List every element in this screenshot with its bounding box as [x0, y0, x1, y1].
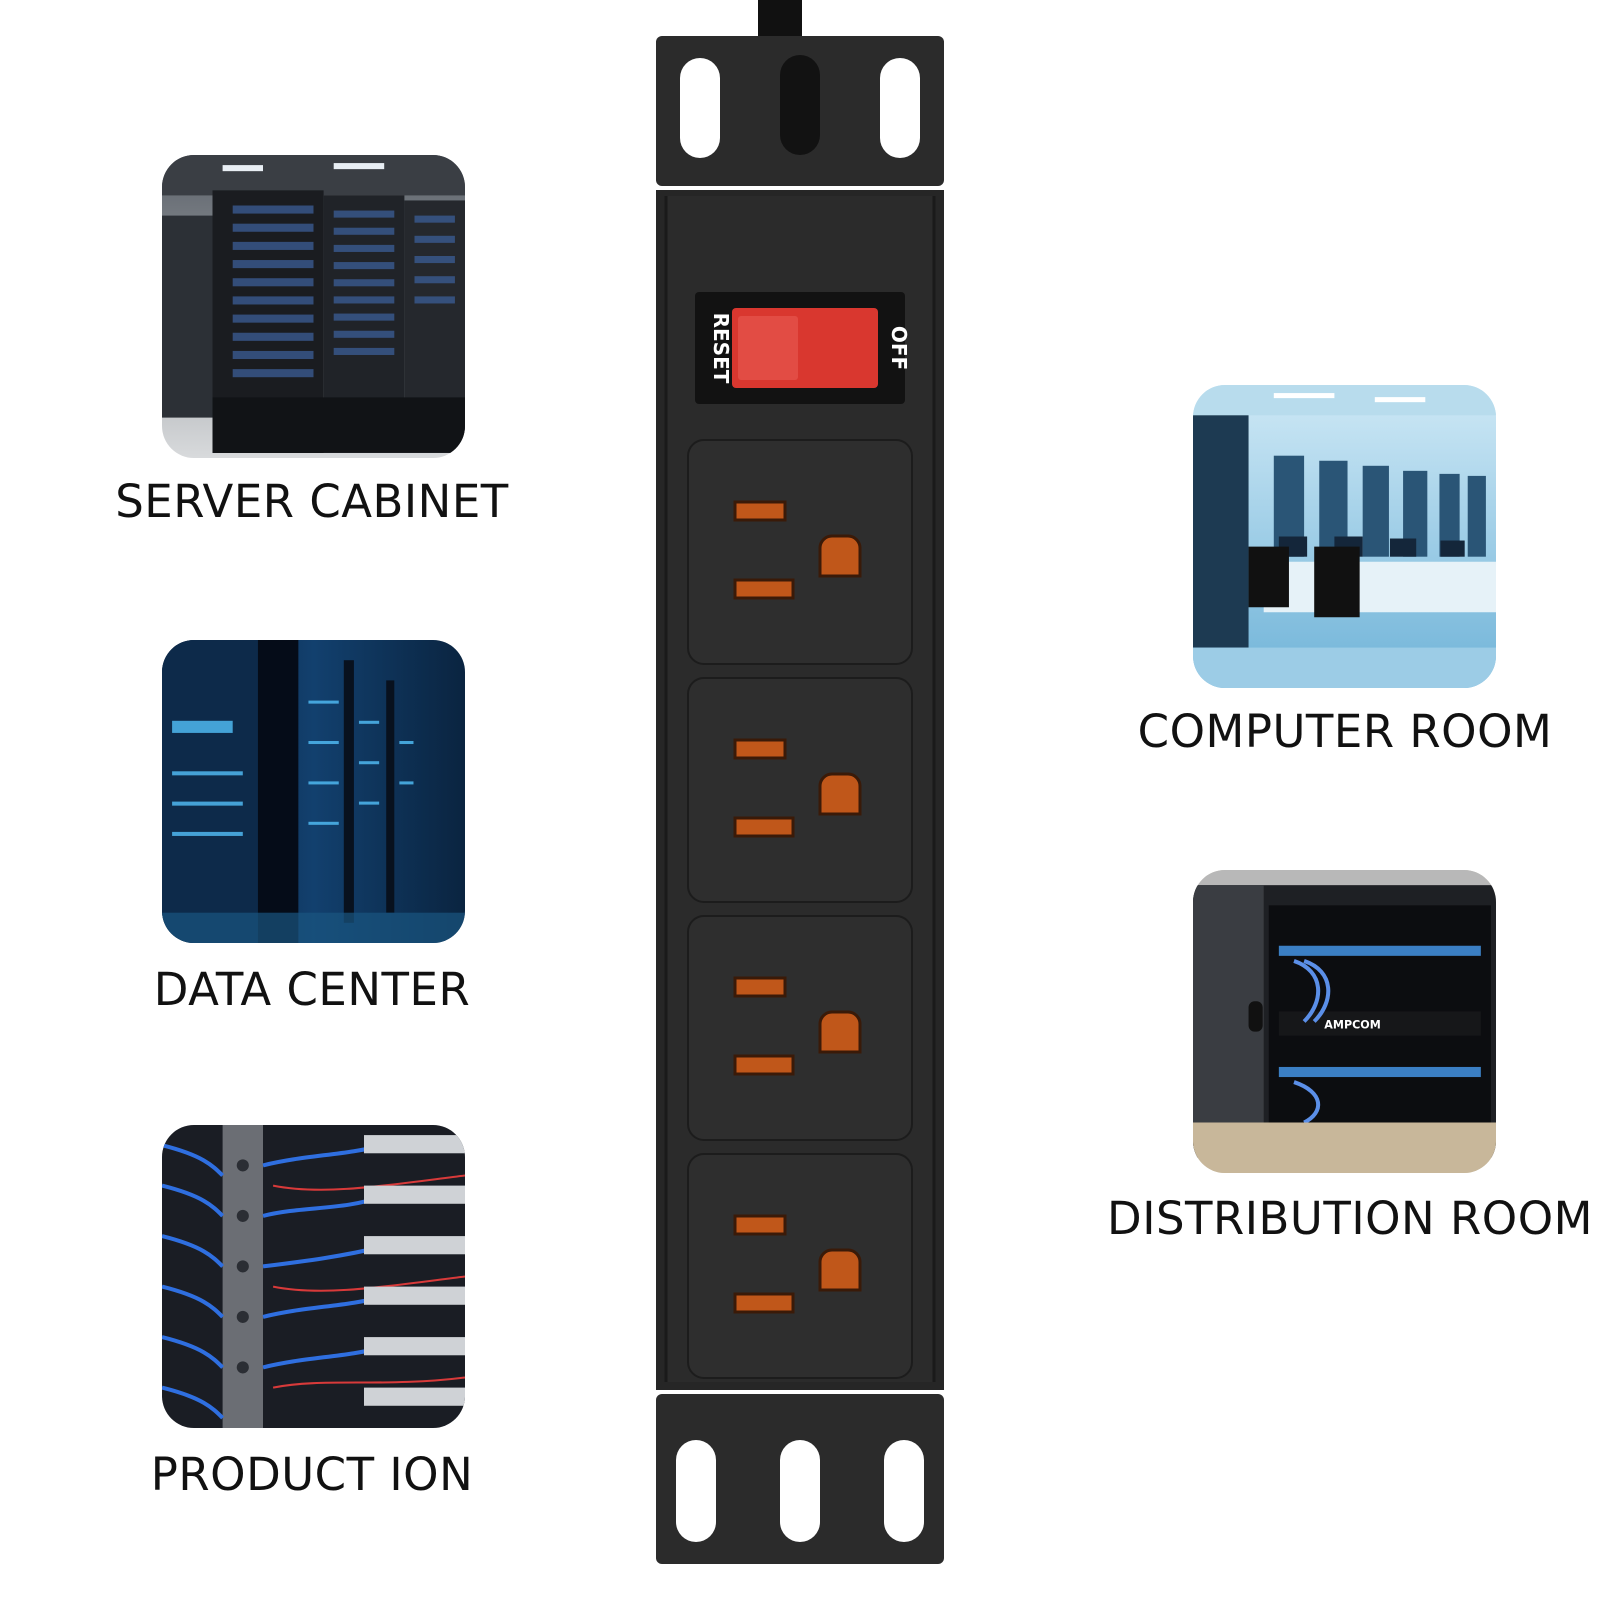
bottom-mount-hole-right	[884, 1440, 924, 1542]
production-caption: PRODUCT ION	[150, 1448, 474, 1501]
computer-room-caption: COMPUTER ROOM	[1137, 705, 1553, 758]
production-photo	[162, 1125, 465, 1428]
power-cord	[758, 0, 802, 40]
switch-label-reset: RESET	[709, 313, 733, 384]
switch-label-off: OFF	[887, 326, 911, 370]
outlet-2[interactable]	[687, 677, 913, 903]
pdu-power-strip: RESET OFF	[640, 0, 960, 1600]
bottom-mount-hole-left	[676, 1440, 716, 1542]
server-cabinet-photo	[162, 155, 465, 458]
bottom-mount-hole-center	[780, 1440, 820, 1542]
outlet-3[interactable]	[687, 915, 913, 1141]
rack-brand-label: AMPCOM	[1324, 1019, 1380, 1032]
data-center-photo	[162, 640, 465, 943]
top-mount-hole-left	[680, 58, 720, 158]
top-mount-hole-right	[880, 58, 920, 158]
outlet-1[interactable]	[687, 439, 913, 665]
data-center-caption: DATA CENTER	[153, 963, 471, 1016]
distribution-room-caption: DISTRIBUTION ROOM	[1107, 1192, 1593, 1245]
distribution-room-photo: AMPCOM	[1193, 870, 1496, 1173]
outlet-4[interactable]	[687, 1153, 913, 1379]
computer-room-photo	[1193, 385, 1496, 688]
cord-grommet	[780, 55, 820, 155]
server-cabinet-caption: SERVER CABINET	[115, 475, 509, 528]
